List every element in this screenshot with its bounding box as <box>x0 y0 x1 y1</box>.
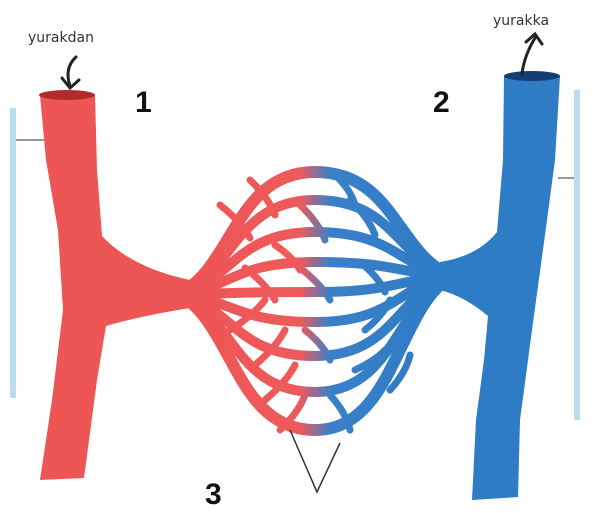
arrow-down-icon <box>62 57 79 88</box>
vein-number: 2 <box>433 86 450 120</box>
capillary-number: 3 <box>205 478 222 512</box>
vein-lumen <box>504 71 560 81</box>
inflow-label: yurakdan <box>28 30 94 46</box>
capillary-pointer <box>290 430 340 492</box>
left-side-bar <box>10 108 16 398</box>
vein-vessel <box>440 76 560 500</box>
artery-vessel <box>40 95 190 480</box>
capillary-network <box>178 172 452 430</box>
right-side-bar <box>574 90 580 420</box>
artery-lumen <box>39 90 95 100</box>
arrow-up-icon <box>522 34 542 74</box>
outflow-label: yurakka <box>493 13 549 29</box>
artery-number: 1 <box>135 86 152 120</box>
